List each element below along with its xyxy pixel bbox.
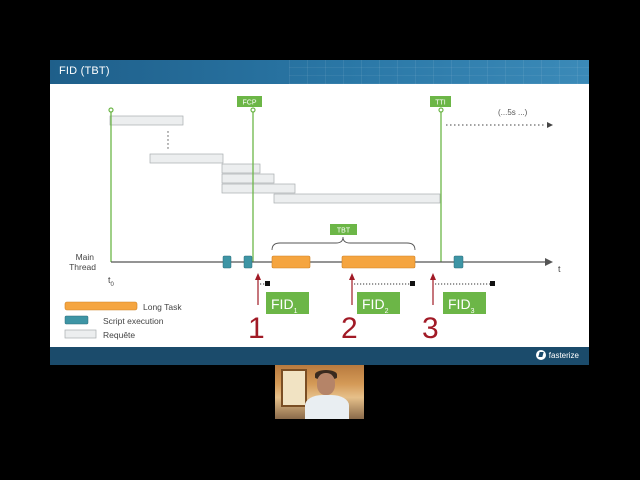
request-bar [273, 193, 441, 204]
t0-label: t0 [108, 275, 115, 288]
slide-footer: fasterize [50, 347, 589, 365]
fid3-endpoint [490, 281, 495, 286]
legend-swatch-request [64, 329, 97, 339]
fid2-label: FID2 [362, 296, 389, 315]
script-execution-block [243, 255, 253, 269]
main-thread-label-line1: Main [76, 252, 95, 262]
webcam-background-window [281, 369, 307, 407]
fid1-number: 1 [248, 312, 265, 345]
long-task-block [341, 255, 416, 269]
request-bar [221, 163, 261, 174]
slide-title: FID (TBT) [59, 65, 110, 77]
legend-label-long-task: Long Task [143, 302, 182, 312]
request-bar [149, 153, 224, 164]
fid1-label: FID1 [271, 296, 298, 315]
request-bar [221, 183, 296, 194]
fid1-arrowhead [255, 273, 261, 280]
brand-logo: fasterize [535, 350, 579, 360]
brand-name: fasterize [548, 350, 579, 360]
fcp-badge [237, 96, 262, 107]
slide-header: FID (TBT) [50, 60, 589, 84]
tbt-badge [330, 224, 357, 235]
webcam-person-head [317, 373, 335, 395]
ellipsis-label: (...5s ...) [498, 108, 528, 117]
legend-swatch-script-execution [64, 315, 89, 325]
fid3-badge [443, 292, 486, 314]
fid2-endpoint [410, 281, 415, 286]
fcp-label: FCP [243, 100, 257, 107]
request-bar [109, 115, 184, 126]
fid3-label: FID3 [448, 296, 475, 315]
fasterize-logo-icon [535, 350, 546, 360]
fid2-label-text: FID [362, 296, 385, 312]
fid1-label-text: FID [271, 296, 294, 312]
slide: FID (TBT) FCP TTI (...5s ...) TBT [50, 60, 589, 365]
fid1-endpoint [265, 281, 270, 286]
main-thread-label-line2: Thread [69, 262, 96, 272]
fid1-badge [266, 292, 309, 314]
tbt-label: TBT [337, 228, 351, 235]
tti-dot [438, 107, 444, 113]
time-axis-label: t [558, 264, 561, 274]
request-bar [221, 173, 275, 184]
t0-label-subscript: 0 [111, 282, 115, 288]
fid2-label-subscript: 2 [385, 308, 389, 315]
legend-label-script-execution: Script execution [103, 316, 164, 326]
fid3-number: 3 [422, 312, 439, 345]
fid3-label-text: FID [448, 296, 471, 312]
main-thread-arrowhead [545, 258, 553, 266]
future-arrowhead [547, 122, 553, 128]
fid2-number: 2 [341, 312, 358, 345]
fid2-badge [357, 292, 400, 314]
fcp-dot [250, 107, 256, 113]
fid3-label-subscript: 3 [471, 308, 475, 315]
fid3-arrowhead [430, 273, 436, 280]
script-execution-block [453, 255, 464, 269]
t0-label-t: t [108, 275, 111, 285]
tti-badge [430, 96, 451, 107]
vertical-ellipsis [167, 131, 169, 149]
tti-label: TTI [435, 100, 446, 107]
script-execution-block [222, 255, 232, 269]
tbt-brace [271, 236, 416, 251]
legend-swatch-long-task [64, 301, 138, 311]
webcam-person-body [305, 395, 349, 419]
long-task-block [271, 255, 311, 269]
header-pattern [289, 60, 589, 84]
t0-dot [108, 107, 114, 113]
fid-timeline-diagram: FCP TTI (...5s ...) TBT Main Thread t0 t [64, 96, 561, 345]
webcam-video-feed [275, 365, 364, 419]
legend-label-request: Requête [103, 330, 135, 340]
fid1-label-subscript: 1 [294, 308, 298, 315]
fid2-arrowhead [349, 273, 355, 280]
